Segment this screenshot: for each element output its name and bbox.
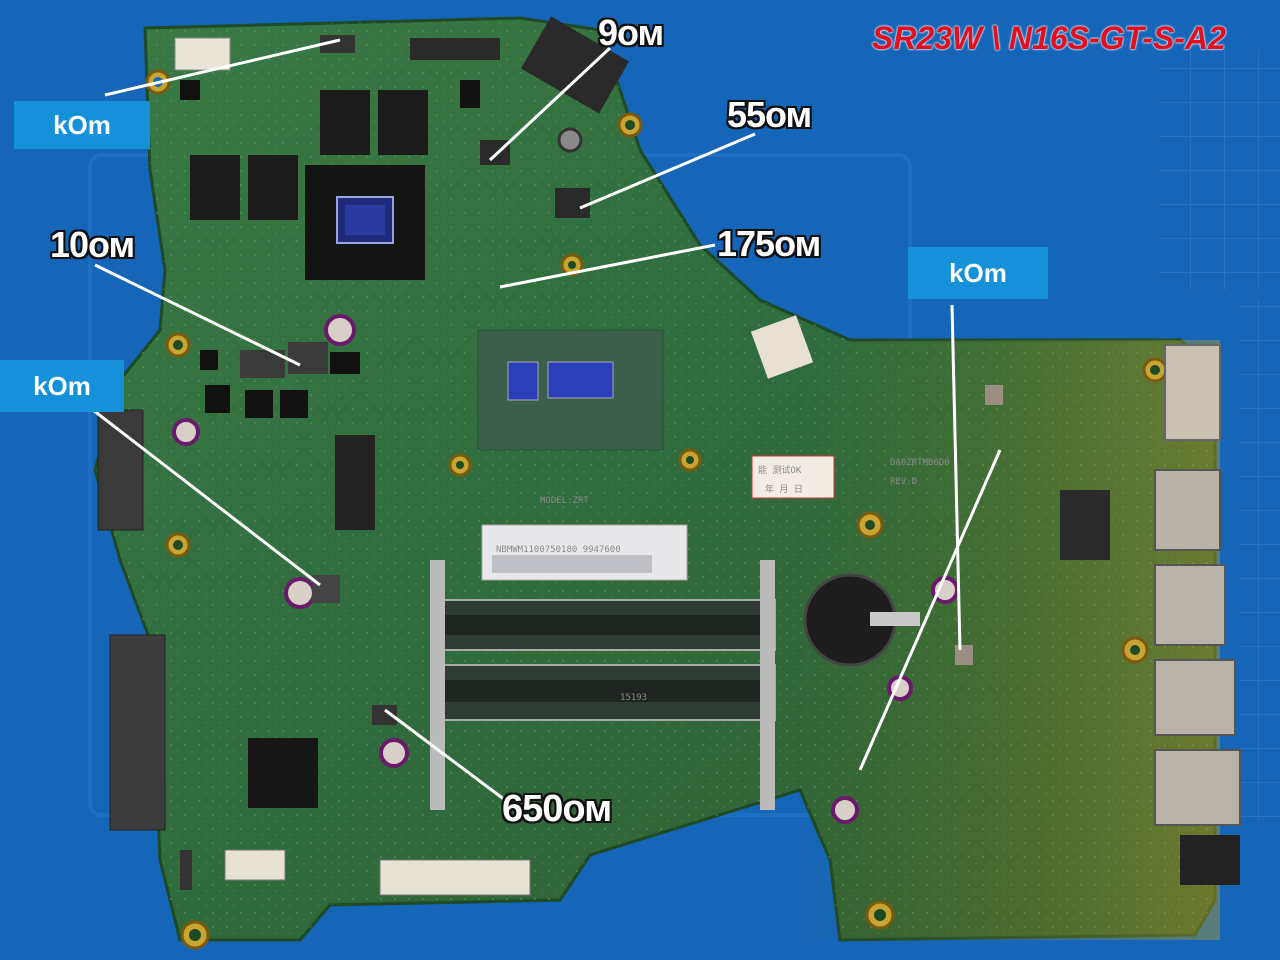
mat-grid-right xyxy=(1240,300,1280,820)
date-stamp: 年 月 日 xyxy=(765,483,803,495)
label-55-ohm: 55ом xyxy=(727,94,812,135)
top-connectors xyxy=(174,16,629,114)
left-connectors xyxy=(97,409,375,831)
mounting-holes xyxy=(145,69,1168,950)
gpu-chip xyxy=(305,165,425,280)
label-10-ohm: 10ом xyxy=(50,224,135,265)
mat-grid-top-right xyxy=(1160,50,1280,290)
rev-marking: REV:D xyxy=(890,477,917,487)
model-marking: MODEL:ZRT xyxy=(540,496,589,506)
bottom-connectors xyxy=(180,849,531,896)
pointer-lines xyxy=(79,38,1002,802)
kom-box-mid-left: kOm xyxy=(0,360,124,412)
serial-sticker: NBMWM1100750180 9947600 xyxy=(481,524,688,581)
power-components xyxy=(200,127,590,418)
kom-box-top-left: kOm xyxy=(14,101,150,149)
cmos-battery xyxy=(803,573,920,667)
board-id-marking: DA0ZRTMB6D0 xyxy=(890,458,950,468)
label-9-ohm: 9ом xyxy=(598,12,664,53)
ram-label: 15193 xyxy=(620,693,647,703)
label-175-ohm: 175ом xyxy=(717,223,821,264)
cpu-chip xyxy=(477,329,664,451)
label-650-ohm: 650ом xyxy=(502,788,612,830)
sticker-serial-text: NBMWM1100750180 9947600 xyxy=(496,545,621,555)
chip-title: SR23W \ N16S-GT-S-A2 xyxy=(872,20,1226,56)
vram-chips xyxy=(180,80,480,220)
test-ok-stamp: 能 测试OK xyxy=(758,464,802,476)
chipset xyxy=(172,418,409,808)
silkscreen-text: MODEL:ZRT DA0ZRTMB6D0 REV:D 能 测试OK 年 月 日 xyxy=(540,315,950,506)
kom-box-right: kOm xyxy=(908,247,1048,299)
io-ports xyxy=(831,344,1241,885)
